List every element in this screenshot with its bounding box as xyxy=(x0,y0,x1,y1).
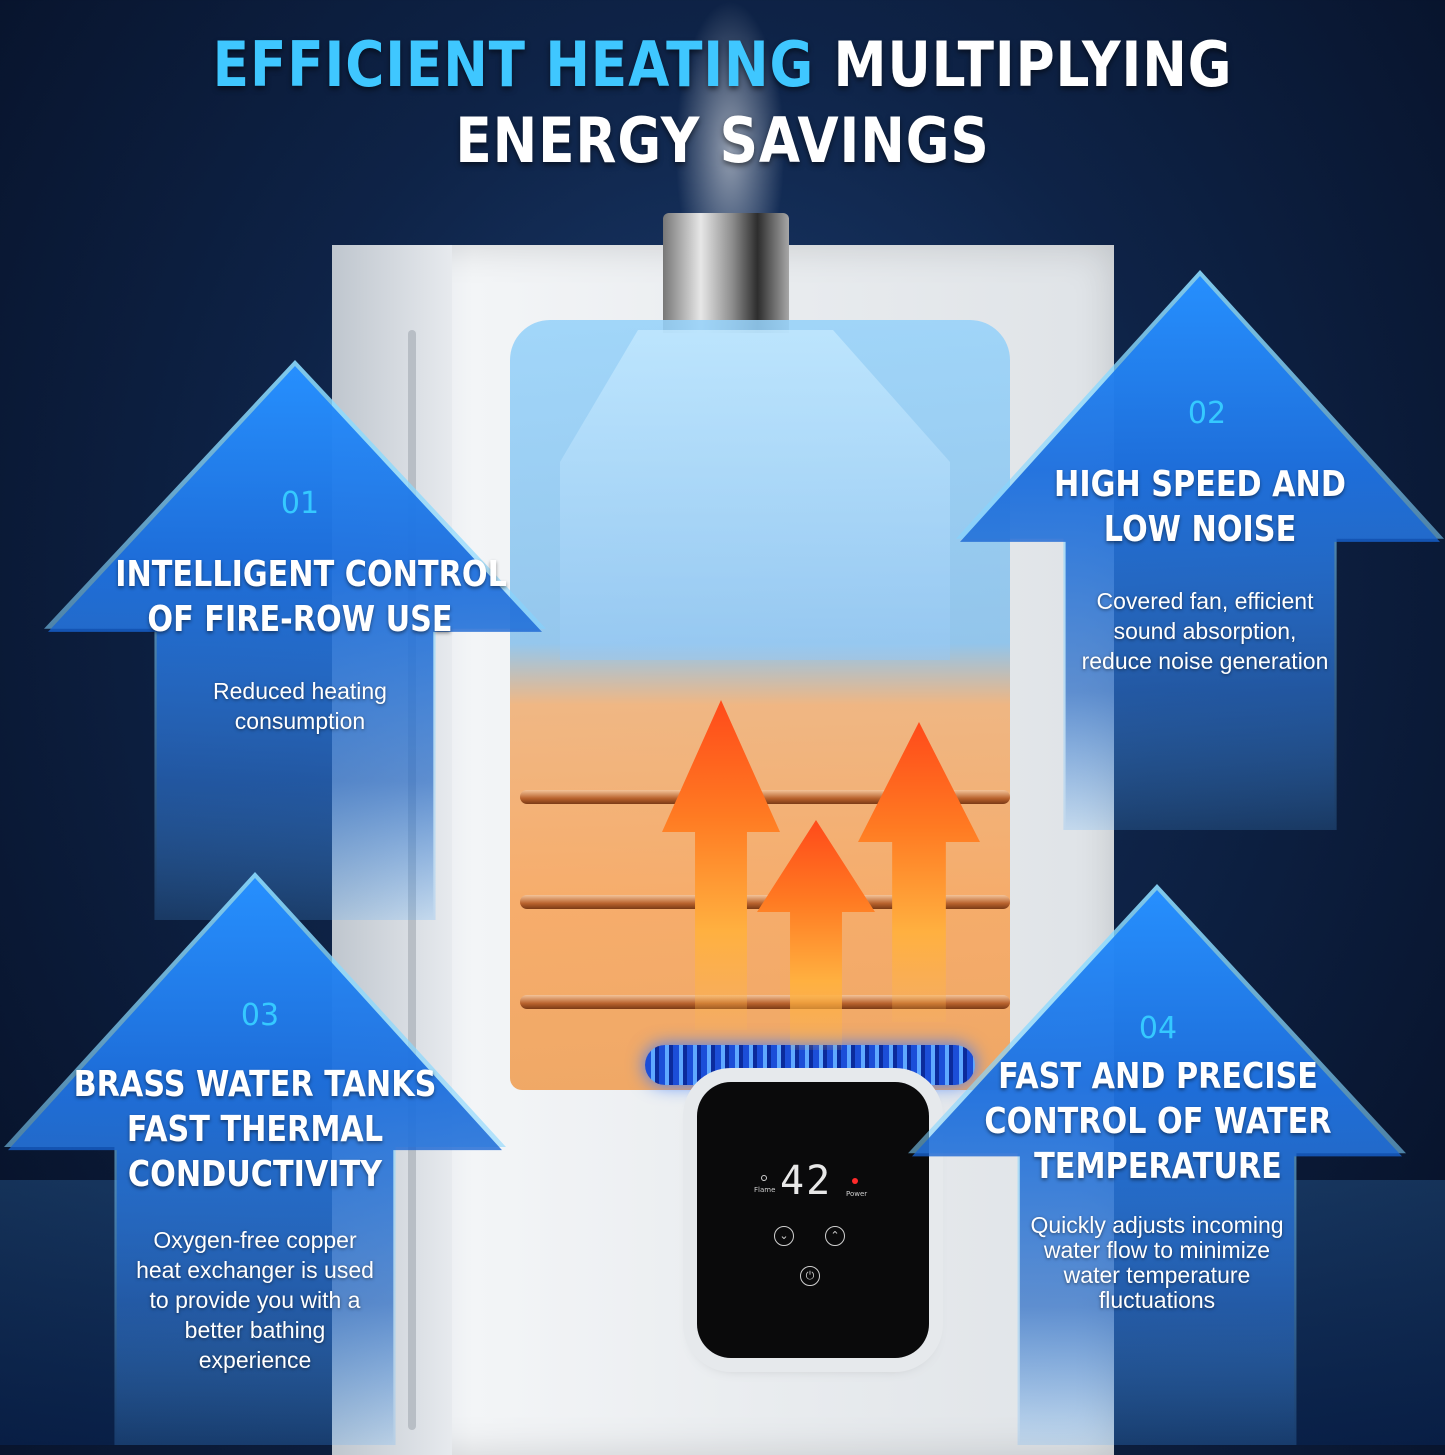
power-indicator-icon xyxy=(852,1178,858,1184)
temperature-display: 42 xyxy=(780,1158,833,1204)
flame-label: Flame xyxy=(754,1186,776,1194)
feature-description: Oxygen-free copper heat exchanger is use… xyxy=(105,1225,405,1375)
feature-description-line: sound absorption, xyxy=(1113,618,1297,644)
page-title-line-2: ENERGY SAVINGS xyxy=(455,104,990,177)
feature-heading-line: BRASS WATER TANKS xyxy=(73,1064,437,1105)
title-accent: EFFICIENT HEATING xyxy=(212,28,815,101)
feature-description-line: Reduced heating xyxy=(213,678,387,704)
feature-description-line: to provide you with a xyxy=(149,1287,361,1313)
feature-number: 04 xyxy=(1138,1011,1178,1046)
feature-description-line: Covered fan, efficient xyxy=(1096,588,1314,614)
page-title-line-1: EFFICIENT HEATING MULTIPLYING xyxy=(101,28,1344,101)
feature-heading-line: CONDUCTIVITY xyxy=(127,1154,383,1195)
feature-number: 01 xyxy=(280,486,320,521)
feature-description: Quickly adjusts incoming water flow to m… xyxy=(1007,1213,1307,1313)
power-label: Power xyxy=(846,1190,868,1198)
control-panel xyxy=(697,1082,929,1358)
down-button-icon[interactable]: ⌄ xyxy=(774,1226,794,1246)
feature-heading-line: LOW NOISE xyxy=(1103,509,1297,550)
feature-heading-line: CONTROL OF WATER xyxy=(984,1101,1332,1142)
steam xyxy=(675,0,785,250)
feature-heading-line: INTELLIGENT CONTROL xyxy=(115,554,507,595)
feature-description-line: water temperature xyxy=(1063,1262,1251,1288)
copper-pipe xyxy=(520,995,1010,1009)
feature-heading: HIGH SPEED AND LOW NOISE xyxy=(1032,462,1368,552)
feature-description: Reduced heating consumption xyxy=(150,676,450,736)
feature-heading-line: TEMPERATURE xyxy=(1034,1146,1282,1187)
feature-description-line: water flow to minimize xyxy=(1043,1237,1271,1263)
feature-number: 03 xyxy=(240,998,280,1033)
flame-indicator-icon xyxy=(761,1175,767,1181)
feature-description-line: better bathing xyxy=(184,1317,326,1343)
up-button-icon[interactable]: ⌃ xyxy=(825,1226,845,1246)
feature-description-line: Oxygen-free copper xyxy=(153,1227,357,1253)
exhaust-flue xyxy=(663,213,789,333)
feature-description-line: reduce noise generation xyxy=(1081,648,1329,674)
feature-description-line: consumption xyxy=(234,708,366,734)
feature-heading: BRASS WATER TANKS FAST THERMAL CONDUCTIV… xyxy=(70,1062,440,1197)
feature-description-line: fluctuations xyxy=(1098,1287,1216,1313)
feature-description: Covered fan, efficient sound absorption,… xyxy=(1055,586,1355,676)
feature-heading-line: FAST THERMAL xyxy=(126,1109,384,1150)
feature-heading-line: FAST AND PRECISE xyxy=(998,1056,1318,1097)
feature-heading-line: HIGH SPEED AND xyxy=(1054,464,1346,505)
power-button-icon[interactable]: ⏻ xyxy=(800,1266,820,1286)
feature-description-line: heat exchanger is used xyxy=(136,1257,374,1283)
feature-heading: INTELLIGENT CONTROL OF FIRE-ROW USE xyxy=(115,552,507,642)
feature-number: 02 xyxy=(1187,396,1227,431)
title-rest: MULTIPLYING xyxy=(833,28,1233,101)
feature-description-line: Quickly adjusts incoming xyxy=(1030,1212,1284,1238)
feature-heading-line: OF FIRE-ROW USE xyxy=(147,599,453,640)
feature-description-line: experience xyxy=(198,1347,312,1373)
feature-heading: FAST AND PRECISE CONTROL OF WATER TEMPER… xyxy=(973,1054,1343,1189)
burner-flames xyxy=(645,1045,975,1085)
